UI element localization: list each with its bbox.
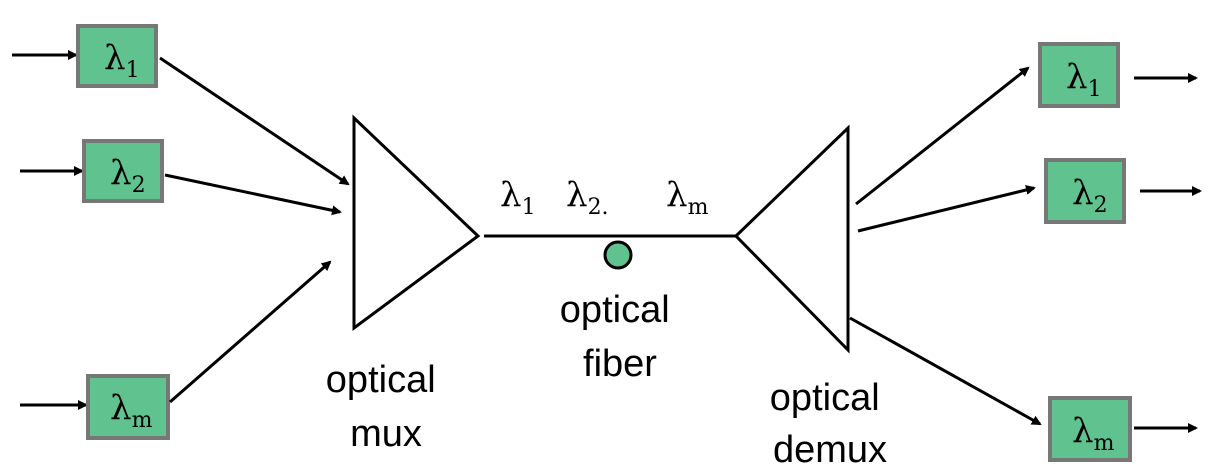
- demux-out-m: [849, 316, 1042, 426]
- fiber-sub-2: 2.: [588, 195, 609, 220]
- svg-text:λ1: λ1: [500, 175, 536, 220]
- demux-label: optical demux: [770, 377, 890, 471]
- input-lambda-m: λ: [110, 388, 132, 428]
- input-lambda-2: λ: [110, 153, 132, 193]
- fiber-label-line1: optical: [560, 289, 670, 331]
- svg-text:λm: λm: [666, 175, 709, 220]
- fiber-sub-1: 1: [522, 195, 536, 220]
- mux-label-line1: optical: [326, 359, 436, 401]
- svg-text:λ2: λ2: [1072, 173, 1108, 218]
- input-sub-m: m: [132, 408, 153, 433]
- demux-triangle: [733, 124, 850, 354]
- mux-label: optical mux: [326, 359, 446, 455]
- demux-label-line2: demux: [773, 429, 887, 471]
- output-box-2: λ2: [1044, 158, 1126, 224]
- mux-label-line2: mux: [350, 413, 422, 455]
- output-lambda-1: λ: [1066, 57, 1088, 97]
- mux-feed-2: [164, 173, 342, 216]
- fiber-sub-m: m: [688, 195, 709, 220]
- input-sub-1: 1: [126, 58, 140, 83]
- demux-out-2: [857, 185, 1036, 233]
- fiber-lambda-1: λ: [500, 175, 522, 215]
- mux-feed-1: [159, 56, 350, 186]
- input-box-1: λ1: [76, 24, 158, 88]
- output-box-1: λ1: [1038, 42, 1120, 108]
- output-sub-2: 2: [1094, 193, 1108, 218]
- svg-text:λ2: λ2: [110, 153, 146, 198]
- input-lambda-1: λ: [104, 38, 126, 78]
- fiber-cross-section: [603, 240, 633, 270]
- output-lambda-2: λ: [1072, 173, 1094, 213]
- svg-text:λm: λm: [1072, 411, 1115, 456]
- svg-text:λ2.: λ2.: [566, 175, 609, 220]
- fiber-label: optical fiber: [560, 289, 680, 385]
- input-box-2: λ2: [82, 139, 164, 203]
- fiber-lambda-m: λ: [666, 175, 688, 215]
- output-lambda-m: λ: [1072, 411, 1094, 451]
- output-sub-1: 1: [1088, 77, 1102, 102]
- fiber-lambda-2: λ: [566, 175, 588, 215]
- svg-text:λm: λm: [110, 388, 153, 433]
- input-sub-2: 2: [132, 173, 146, 198]
- mux-feed-m: [169, 260, 332, 404]
- demux-out-1: [855, 66, 1030, 206]
- mux-triangle: [352, 114, 481, 331]
- svg-text:λ1: λ1: [104, 38, 140, 83]
- fiber-label-line2: fiber: [583, 343, 657, 385]
- output-box-m: λm: [1048, 396, 1132, 462]
- input-box-m: λm: [86, 374, 170, 440]
- svg-text:λ1: λ1: [1066, 57, 1102, 102]
- demux-label-line1: optical: [770, 377, 880, 419]
- output-sub-m: m: [1094, 431, 1115, 456]
